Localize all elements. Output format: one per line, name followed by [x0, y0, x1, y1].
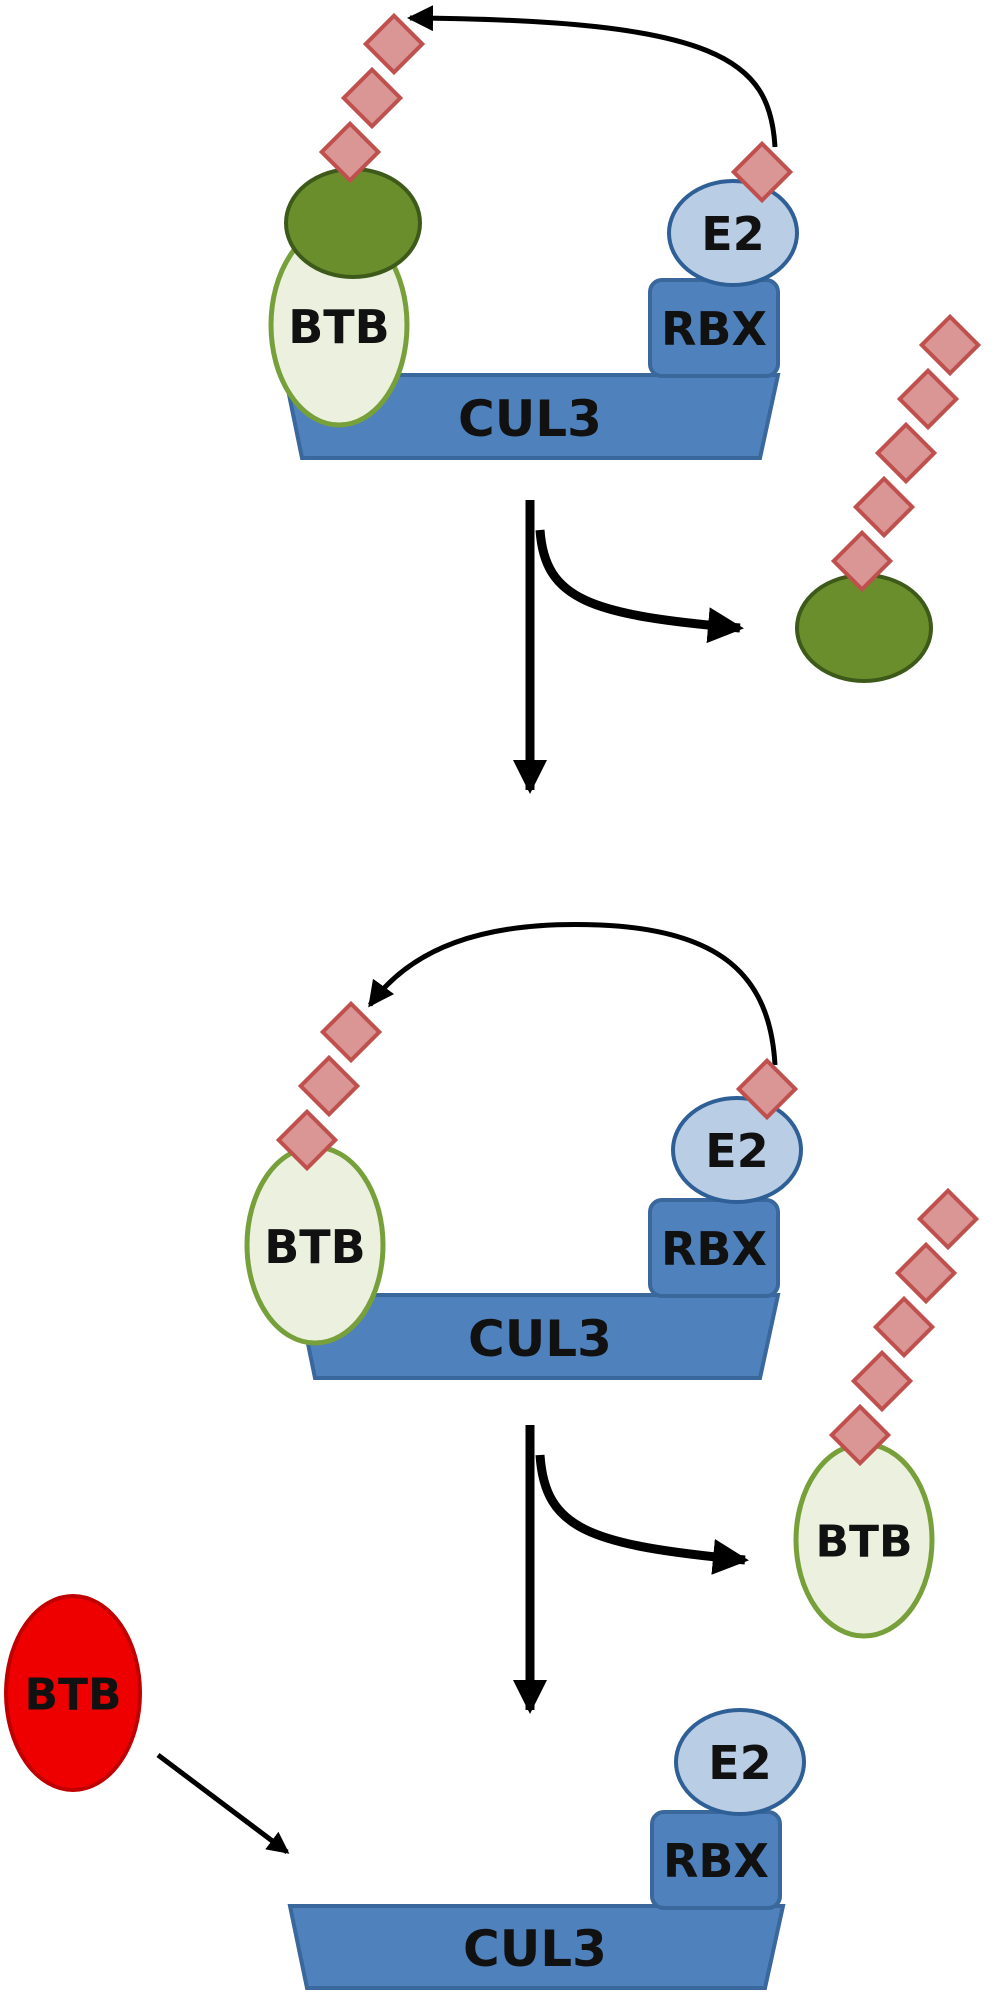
ubiquitin-chain	[318, 12, 426, 184]
released-ubiquitinated-btb: BTB	[793, 1187, 980, 1639]
cul3-scaffold	[282, 373, 781, 460]
e2-enzyme	[671, 1096, 803, 1204]
polyubiquitin-chain	[828, 1187, 980, 1467]
inhibitor-btb	[4, 1594, 142, 1792]
cul3-label: CUL3	[468, 1310, 612, 1368]
btb-label: BTB	[264, 1220, 366, 1274]
released-ubiquitinated-substrate	[795, 313, 982, 683]
rbx-label: RBX	[661, 1222, 767, 1276]
release-arrow-2	[513, 1425, 749, 1714]
panel-btb-autoubiquitination: CUL3 RBX E2 BTB	[244, 921, 803, 1380]
e2-enzyme	[667, 179, 799, 287]
binding-arrow	[156, 1753, 290, 1854]
e2-label: E2	[701, 207, 764, 261]
release-arrow-1	[513, 500, 744, 794]
ubiquitin-transfer-arrow-2	[367, 921, 778, 1066]
btb-label: BTB	[288, 300, 390, 354]
inhibitor-btb-label: BTB	[24, 1670, 121, 1721]
cul3-scaffold	[287, 1904, 786, 1990]
polyubiquitin-chain	[830, 313, 982, 593]
rbx-label: RBX	[663, 1834, 769, 1888]
cul3-scaffold	[295, 1293, 781, 1380]
panel-substrate-bound: CUL3 RBX E2 BTB	[268, 5, 799, 460]
ubiquitin-on-e2	[730, 140, 794, 204]
ubiquitin-on-e2	[735, 1057, 799, 1121]
cul3-label: CUL3	[463, 1920, 607, 1978]
e2-label: E2	[708, 1736, 771, 1790]
ubiquitin-chain	[275, 1000, 383, 1172]
e2-enzyme	[674, 1708, 806, 1816]
ubiquitin-transfer-arrow	[407, 5, 778, 148]
cul3-label: CUL3	[458, 390, 602, 448]
rbx-label: RBX	[661, 302, 767, 356]
substrate-released	[795, 573, 933, 683]
panel-inhibitor-btb-binding: BTB CUL3 RBX E2	[4, 1594, 806, 1990]
e2-label: E2	[705, 1124, 768, 1178]
btb-released-label: BTB	[815, 1517, 912, 1568]
substrate	[284, 167, 422, 279]
